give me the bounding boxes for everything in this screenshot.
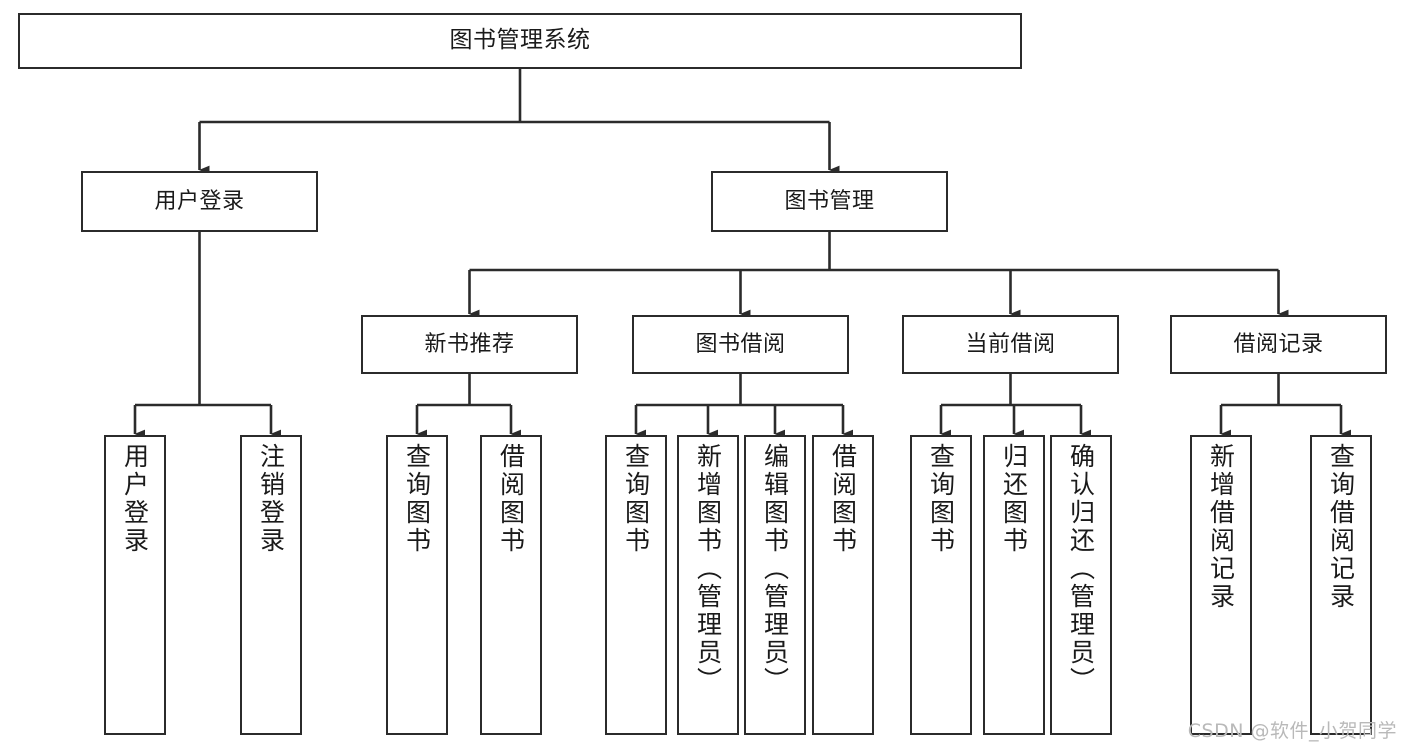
node-label: 借阅图书	[828, 443, 858, 555]
node-label: 当前借阅	[965, 331, 1056, 357]
node-leaf-qry-record[interactable]: 查询借阅记录	[1310, 435, 1372, 735]
node-leaf-add-record[interactable]: 新增借阅记录	[1190, 435, 1252, 735]
node-label: 编辑图书（管理员）	[760, 443, 790, 695]
node-book-borrow[interactable]: 图书借阅	[632, 315, 849, 374]
node-leaf-query-3[interactable]: 查询图书	[910, 435, 972, 735]
node-label: 图书借阅	[695, 331, 786, 357]
node-leaf-add-book[interactable]: 新增图书（管理员）	[677, 435, 739, 735]
node-label: 确认归还（管理员）	[1066, 443, 1096, 695]
node-label: 新书推荐	[424, 331, 515, 357]
node-label: 用户登录	[120, 443, 150, 555]
node-leaf-logout[interactable]: 注销登录	[240, 435, 302, 735]
node-leaf-return[interactable]: 归还图书	[983, 435, 1045, 735]
node-label: 图书管理系统	[449, 27, 591, 54]
node-label: 查询图书	[926, 443, 956, 555]
node-root[interactable]: 图书管理系统	[18, 13, 1022, 69]
node-leaf-confirm[interactable]: 确认归还（管理员）	[1050, 435, 1112, 735]
watermark-text: CSDN @软件_小贺同学	[1187, 720, 1397, 742]
node-leaf-borrow-1[interactable]: 借阅图书	[480, 435, 542, 735]
node-label: 归还图书	[999, 443, 1029, 555]
node-leaf-borrow-2[interactable]: 借阅图书	[812, 435, 874, 735]
node-current-borrow[interactable]: 当前借阅	[902, 315, 1119, 374]
node-label: 查询借阅记录	[1326, 443, 1356, 611]
node-label: 借阅图书	[496, 443, 526, 555]
node-leaf-query-1[interactable]: 查询图书	[386, 435, 448, 735]
node-label: 查询图书	[402, 443, 432, 555]
node-user-login[interactable]: 用户登录	[81, 171, 318, 232]
node-leaf-user-login[interactable]: 用户登录	[104, 435, 166, 735]
node-label: 查询图书	[621, 443, 651, 555]
node-borrow-record[interactable]: 借阅记录	[1170, 315, 1387, 374]
node-new-book-rec[interactable]: 新书推荐	[361, 315, 578, 374]
node-label: 新增图书（管理员）	[693, 443, 723, 695]
node-label: 新增借阅记录	[1206, 443, 1236, 611]
node-label: 注销登录	[256, 443, 286, 555]
node-leaf-edit-book[interactable]: 编辑图书（管理员）	[744, 435, 806, 735]
node-book-manage[interactable]: 图书管理	[711, 171, 948, 232]
node-label: 图书管理	[784, 188, 875, 214]
node-label: 借阅记录	[1233, 331, 1324, 357]
node-label: 用户登录	[154, 188, 245, 214]
node-leaf-query-2[interactable]: 查询图书	[605, 435, 667, 735]
